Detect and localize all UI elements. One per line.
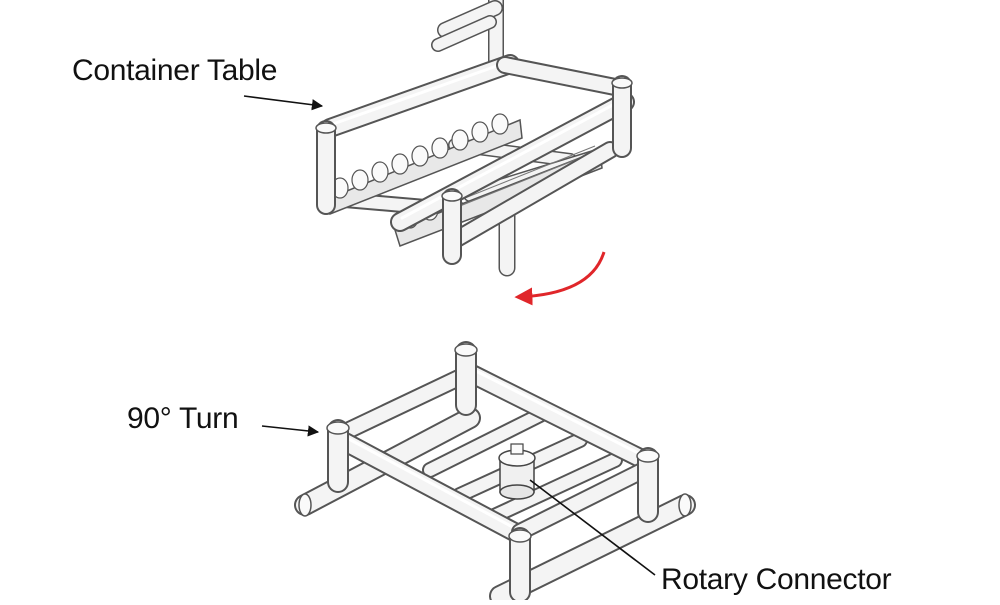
container-table-label: Container Table — [72, 54, 278, 87]
rotary-connector-label: Rotary Connector — [661, 563, 892, 596]
container-table-leader — [243, 95, 324, 111]
turn-base-frame — [294, 341, 696, 605]
ninety-turn-label: 90° Turn — [127, 402, 239, 435]
rotary-connector — [498, 443, 536, 500]
rotary-connector-leader — [529, 479, 656, 576]
turn-leader — [261, 425, 320, 437]
container-table-frame — [315, 0, 635, 277]
rotation-arrow — [514, 251, 606, 306]
